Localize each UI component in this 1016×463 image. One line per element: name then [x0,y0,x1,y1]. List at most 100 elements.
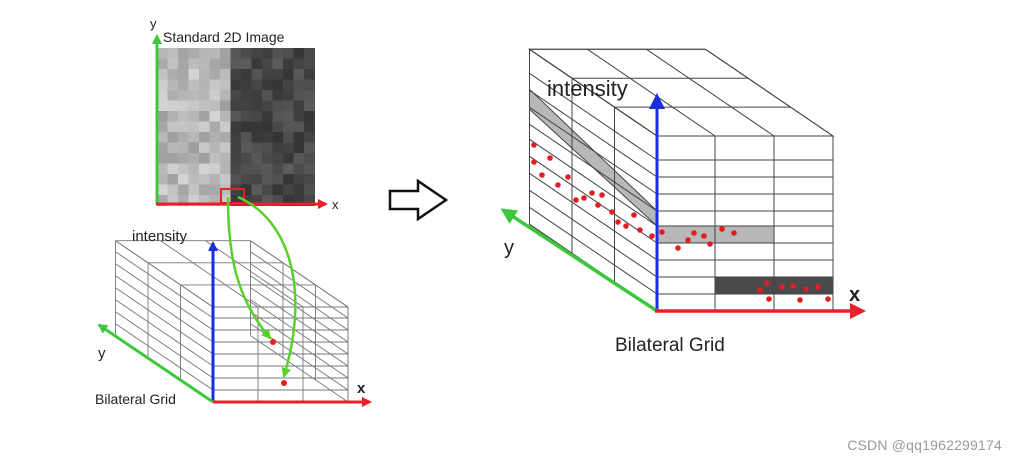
image-pixel [178,111,189,122]
mapping-arrow [226,196,272,340]
image-pixel [304,174,315,185]
grid-line [705,48,834,137]
image-pixel [262,100,273,112]
image-pixel [251,121,263,133]
grid-line [115,311,214,379]
image-pixel [283,163,294,175]
image-pixel [220,69,231,80]
image-pixel [283,58,294,70]
image-pixel [304,48,315,59]
image-pixel [178,142,189,154]
grid-data-point [539,172,545,178]
image-pixel [293,195,305,206]
grid-data-point [825,296,831,302]
image-pixel [241,90,252,101]
grid-data-point [797,297,803,303]
grid-line [529,138,658,227]
image-pixel [304,90,315,101]
grid-data-point [615,219,621,225]
grid-data-point [779,284,785,290]
image-pixel [188,163,200,175]
image-pixel [293,69,305,80]
image-pixel [283,100,294,112]
grid-line [250,335,349,403]
image-pixel [209,142,221,154]
large-y-axis [500,208,658,313]
image-pixel [304,195,315,206]
image-pixel [157,69,168,80]
image-pixel [272,79,284,91]
image-pixel [230,58,242,70]
image-pixel [293,132,305,143]
grid-data-point [803,286,809,292]
image-pixel [209,111,221,122]
image-pixel [283,48,294,59]
image-pixel [167,79,179,91]
image-pixel [157,121,168,133]
image-pixel [188,195,200,206]
image-pixel [272,100,284,112]
image-pixel [304,111,315,122]
image-pixel [262,111,273,122]
image-pixel [209,69,221,80]
image-pixel [251,69,263,80]
image-pixel [199,142,210,154]
image-pixel [199,48,210,59]
image-pixel [262,132,273,143]
image-pixel [167,69,179,80]
image-pixel [251,184,263,196]
image-pixel [272,48,284,59]
image-pixel [157,195,168,206]
grid-line [250,287,349,355]
image-pixel [167,58,179,70]
image-pixel [283,79,294,91]
grid-line [115,240,214,308]
image-pixel [241,132,252,143]
image-pixel [209,48,221,59]
image-pixel [209,174,221,185]
grid-line [115,323,214,391]
image-pixel [167,132,179,143]
grid-line [115,251,214,319]
image-pixel [167,142,179,154]
image-pixel [209,153,221,164]
image-pixel [230,174,242,185]
grid-line [250,275,349,343]
grid-data-point [691,230,697,236]
grid-data-point [815,284,821,290]
image-pixel [251,48,263,59]
image-pixel [157,48,168,59]
image-pixel [157,174,168,185]
grid-data-point [609,209,615,215]
image-pixel [199,132,210,143]
image-pixel [199,184,210,196]
image-pixel [167,184,179,196]
image-pixel [262,163,273,175]
image-pixel [262,195,273,206]
image-pixel [272,111,284,122]
image-pixel [262,48,273,59]
image-pixel [199,174,210,185]
grid-data-point [637,227,643,233]
image-pixel [178,121,189,133]
image-pixel [293,163,305,175]
image-pixel [209,132,221,143]
image-pixel [157,132,168,143]
image-pixel [199,111,210,122]
image-pixel [230,90,242,101]
image-pixel [241,163,252,175]
grid-data-point [766,296,772,302]
image-pixel [220,58,231,70]
image-pixel [220,153,231,164]
image-pixel [241,153,252,164]
grid-line [115,299,214,367]
image-pixel [293,79,305,91]
grid-data-point [685,237,691,243]
image-pixel [251,195,263,206]
grid-data-point [649,233,655,239]
image-pixel [167,121,179,133]
image-pixel [199,90,210,101]
large-grid-cells [527,48,835,312]
image-pixel [167,195,179,206]
